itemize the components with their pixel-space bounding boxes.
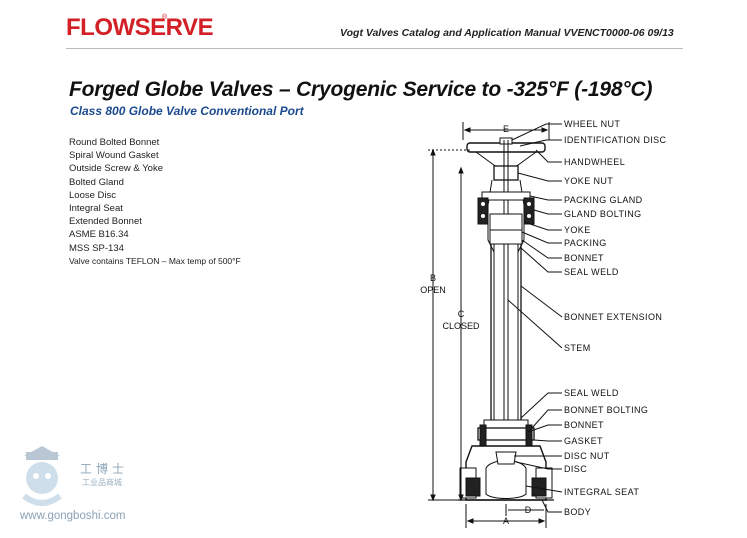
callout-integral-seat: INTEGRAL SEAT <box>564 487 640 497</box>
callout-yoke: YOKE <box>564 225 591 235</box>
watermark-chinese-sub: 工业品商城 <box>82 478 122 487</box>
dimension-b-label: B <box>429 273 436 283</box>
dimension-e-label: E <box>502 124 509 134</box>
dimension-a-label: A <box>502 516 509 526</box>
dimension-c-note: CLOSED <box>442 321 480 331</box>
page-title: Forged Globe Valves – Cryogenic Service … <box>69 78 653 101</box>
callout-stem: STEM <box>564 343 591 353</box>
brand-logo: FLOWSERVE <box>66 14 214 41</box>
callout-bonnet-upper: BONNET <box>564 253 604 263</box>
feature-item: Round Bolted Bonnet <box>69 137 160 148</box>
registered-mark: ® <box>162 14 168 21</box>
callout-disc-nut: DISC NUT <box>564 451 610 461</box>
feature-item: Integral Seat <box>69 203 123 215</box>
watermark-chinese-name: 工博士 <box>80 462 129 476</box>
callout-packing-gland: PACKING GLAND <box>564 195 643 205</box>
callout-bonnet-extension: BONNET EXTENSION <box>564 312 663 322</box>
dimension-b-note: OPEN <box>420 285 446 295</box>
feature-item: MSS SP-134 <box>69 242 124 254</box>
callout-identification-disc: IDENTIFICATION DISC <box>564 135 667 145</box>
callout-seal-weld-lower: SEAL WELD <box>564 388 619 398</box>
callout-yoke-nut: YOKE NUT <box>564 176 614 186</box>
dimension-c-label: C <box>457 309 465 319</box>
callout-handwheel: HANDWHEEL <box>564 157 626 167</box>
callout-disc: DISC <box>564 464 588 474</box>
callout-gland-bolting: GLAND BOLTING <box>564 209 642 219</box>
callout-wheel-nut: WHEEL NUT <box>564 119 621 129</box>
callout-bonnet-bolting: BONNET BOLTING <box>564 405 649 415</box>
catalog-header: Vogt Valves Catalog and Application Manu… <box>340 27 674 39</box>
feature-item: ASME B16.34 <box>69 229 129 241</box>
callout-gasket: GASKET <box>564 436 603 446</box>
watermark-url: www.gongboshi.com <box>20 510 126 522</box>
feature-list: Round Bolted Bonnet Spiral Wound Gasket … <box>69 136 241 268</box>
callout-body: BODY <box>564 507 592 517</box>
header-divider <box>66 48 683 49</box>
page-subtitle: Class 800 Globe Valve Conventional Port <box>70 104 304 118</box>
feature-item: Loose Disc <box>69 189 116 201</box>
callout-seal-weld-upper: SEAL WELD <box>564 267 619 277</box>
callout-packing: PACKING <box>564 238 607 248</box>
feature-item: Extended Bonnet <box>69 216 142 228</box>
feature-item: Outside Screw & Yoke <box>69 163 163 175</box>
dimension-d-label: D <box>524 505 532 515</box>
feature-item: Spiral Wound Gasket <box>69 150 159 162</box>
feature-item: Valve contains TEFLON – Max temp of 500°… <box>69 255 241 266</box>
feature-item: Bolted Gland <box>69 176 124 188</box>
callout-bonnet-lower: BONNET <box>564 420 604 430</box>
